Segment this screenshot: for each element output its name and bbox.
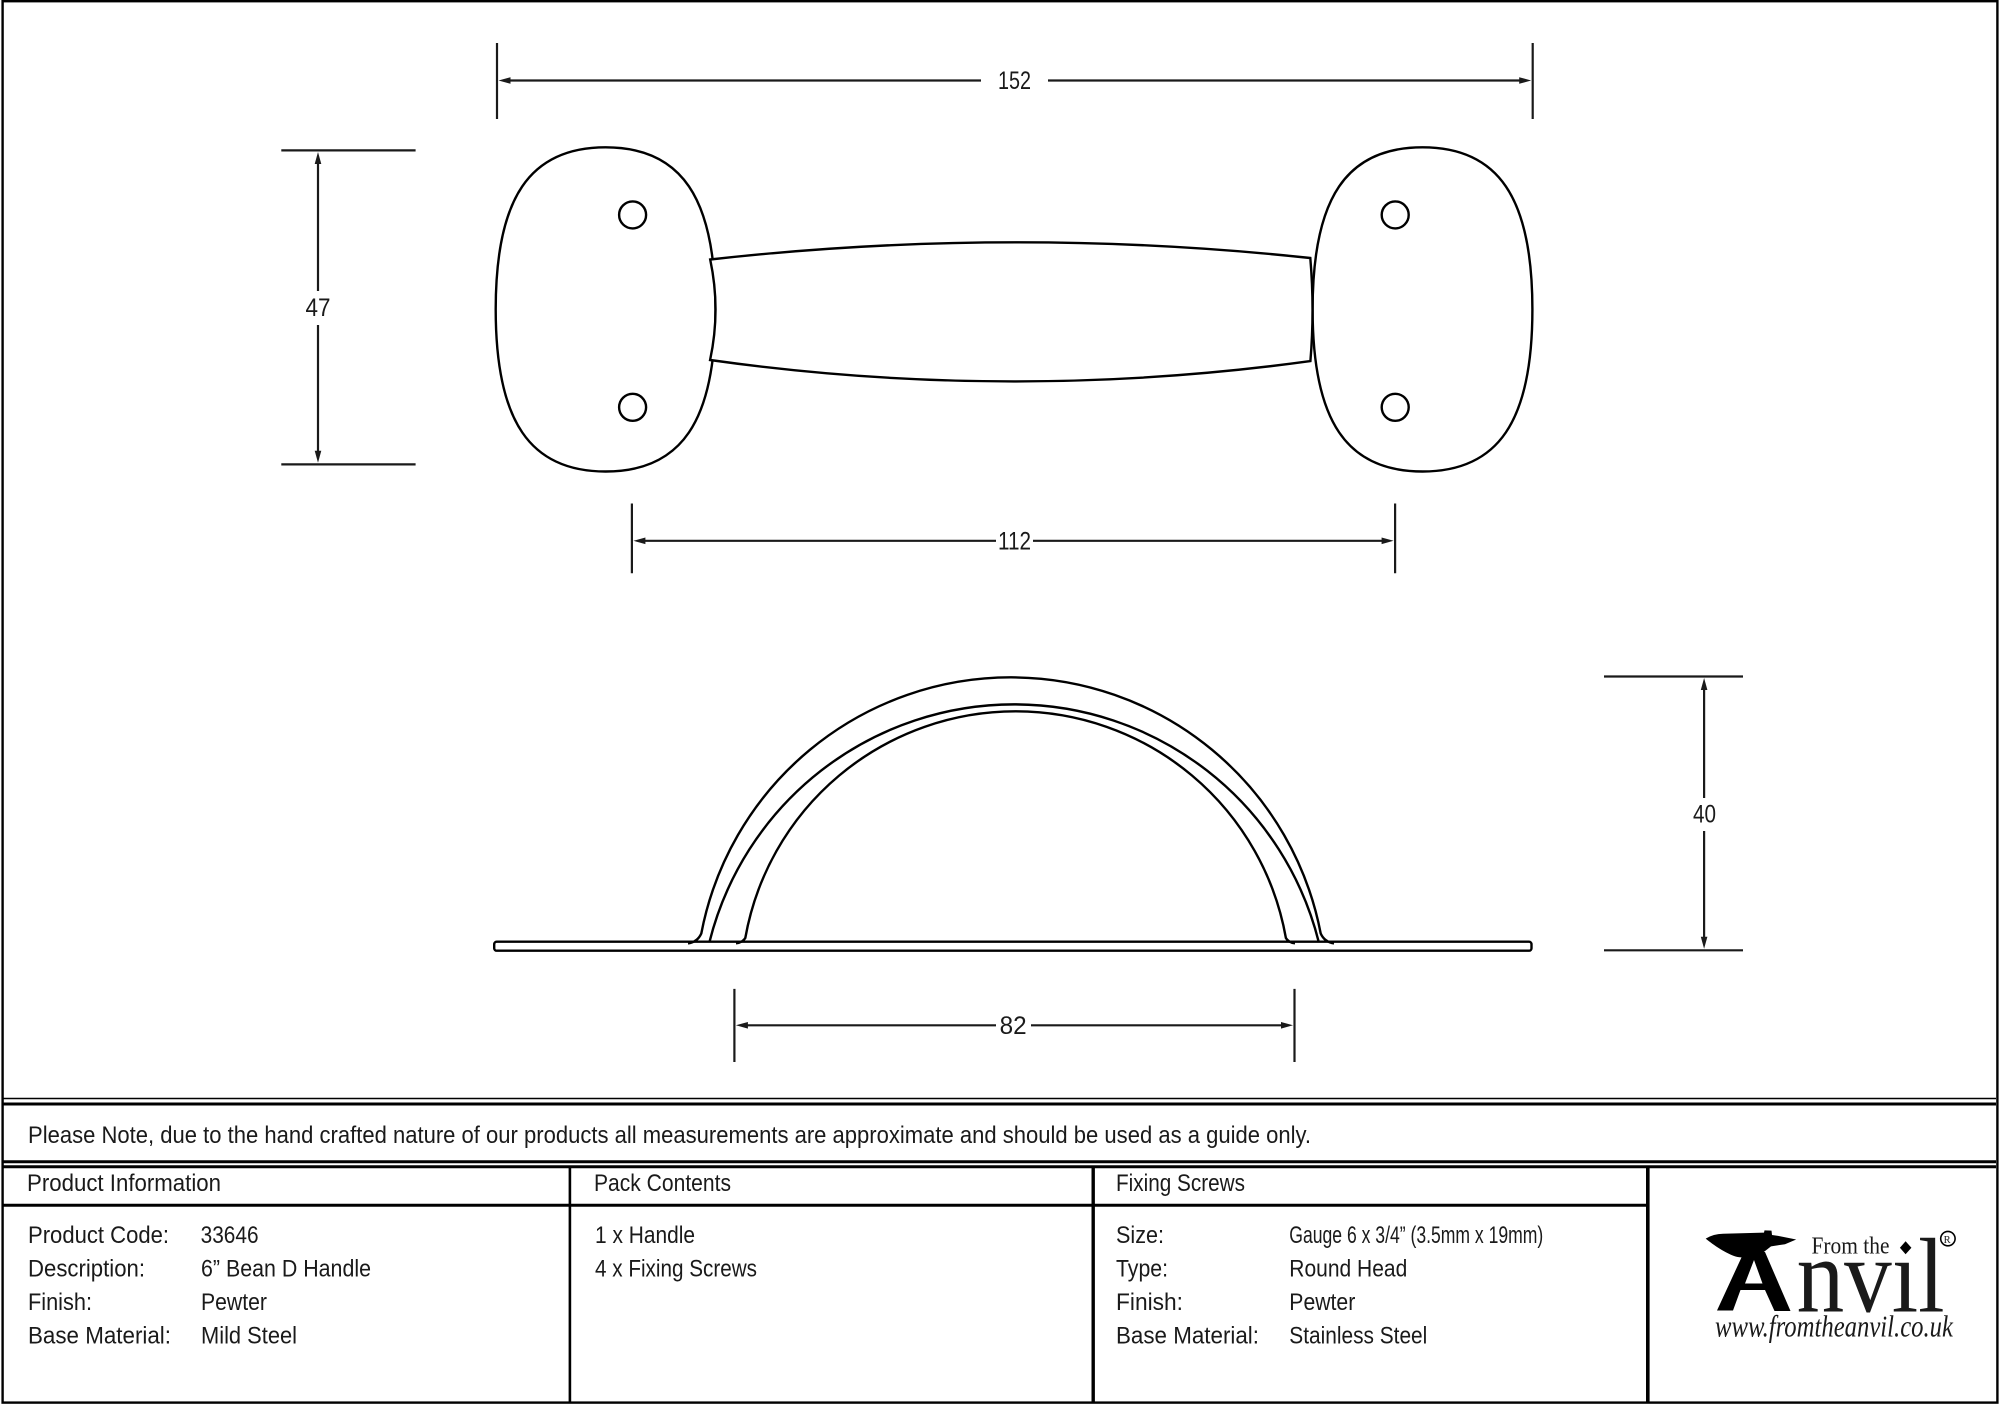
svg-text:www.fromtheanvil.co.uk: www.fromtheanvil.co.uk [1715,1309,1954,1344]
svg-text:Gauge 6 x 3/4” (3.5mm x 19mm): Gauge 6 x 3/4” (3.5mm x 19mm) [1289,1222,1543,1249]
svg-text:Pack Contents: Pack Contents [594,1170,731,1197]
svg-text:82: 82 [1000,1012,1027,1040]
svg-text:152: 152 [998,67,1031,95]
svg-text:33646: 33646 [201,1222,259,1249]
svg-text:Stainless Steel: Stainless Steel [1289,1323,1427,1350]
svg-text:112: 112 [998,528,1031,556]
svg-text:Pewter: Pewter [1289,1289,1355,1316]
svg-text:Mild Steel: Mild Steel [201,1323,297,1350]
svg-text:Please Note, due to the hand c: Please Note, due to the hand crafted nat… [28,1122,1311,1149]
svg-text:4 x Fixing Screws: 4 x Fixing Screws [595,1256,757,1283]
svg-text:Product Information: Product Information [27,1170,221,1197]
svg-text:Size:: Size: [1116,1222,1164,1249]
svg-text:47: 47 [306,294,331,322]
svg-text:Base Material:: Base Material: [1116,1323,1259,1350]
svg-text:1 x Handle: 1 x Handle [595,1222,695,1249]
svg-text:Round Head: Round Head [1289,1256,1407,1283]
svg-text:Pewter: Pewter [201,1289,267,1316]
svg-text:Finish:: Finish: [28,1289,92,1316]
svg-text:6” Bean D Handle: 6” Bean D Handle [201,1256,371,1283]
svg-text:Product Code:: Product Code: [28,1222,169,1249]
svg-text:Fixing Screws: Fixing Screws [1116,1170,1245,1197]
svg-text:Description:: Description: [28,1256,145,1283]
svg-text:Finish:: Finish: [1116,1289,1183,1316]
svg-text:Type:: Type: [1116,1256,1168,1283]
svg-text:40: 40 [1693,800,1716,828]
svg-text:R: R [1944,1235,1951,1246]
svg-text:Base Material:: Base Material: [28,1323,171,1350]
svg-text:From the: From the [1812,1233,1890,1260]
svg-text:nvıl: nvıl [1797,1218,1945,1335]
